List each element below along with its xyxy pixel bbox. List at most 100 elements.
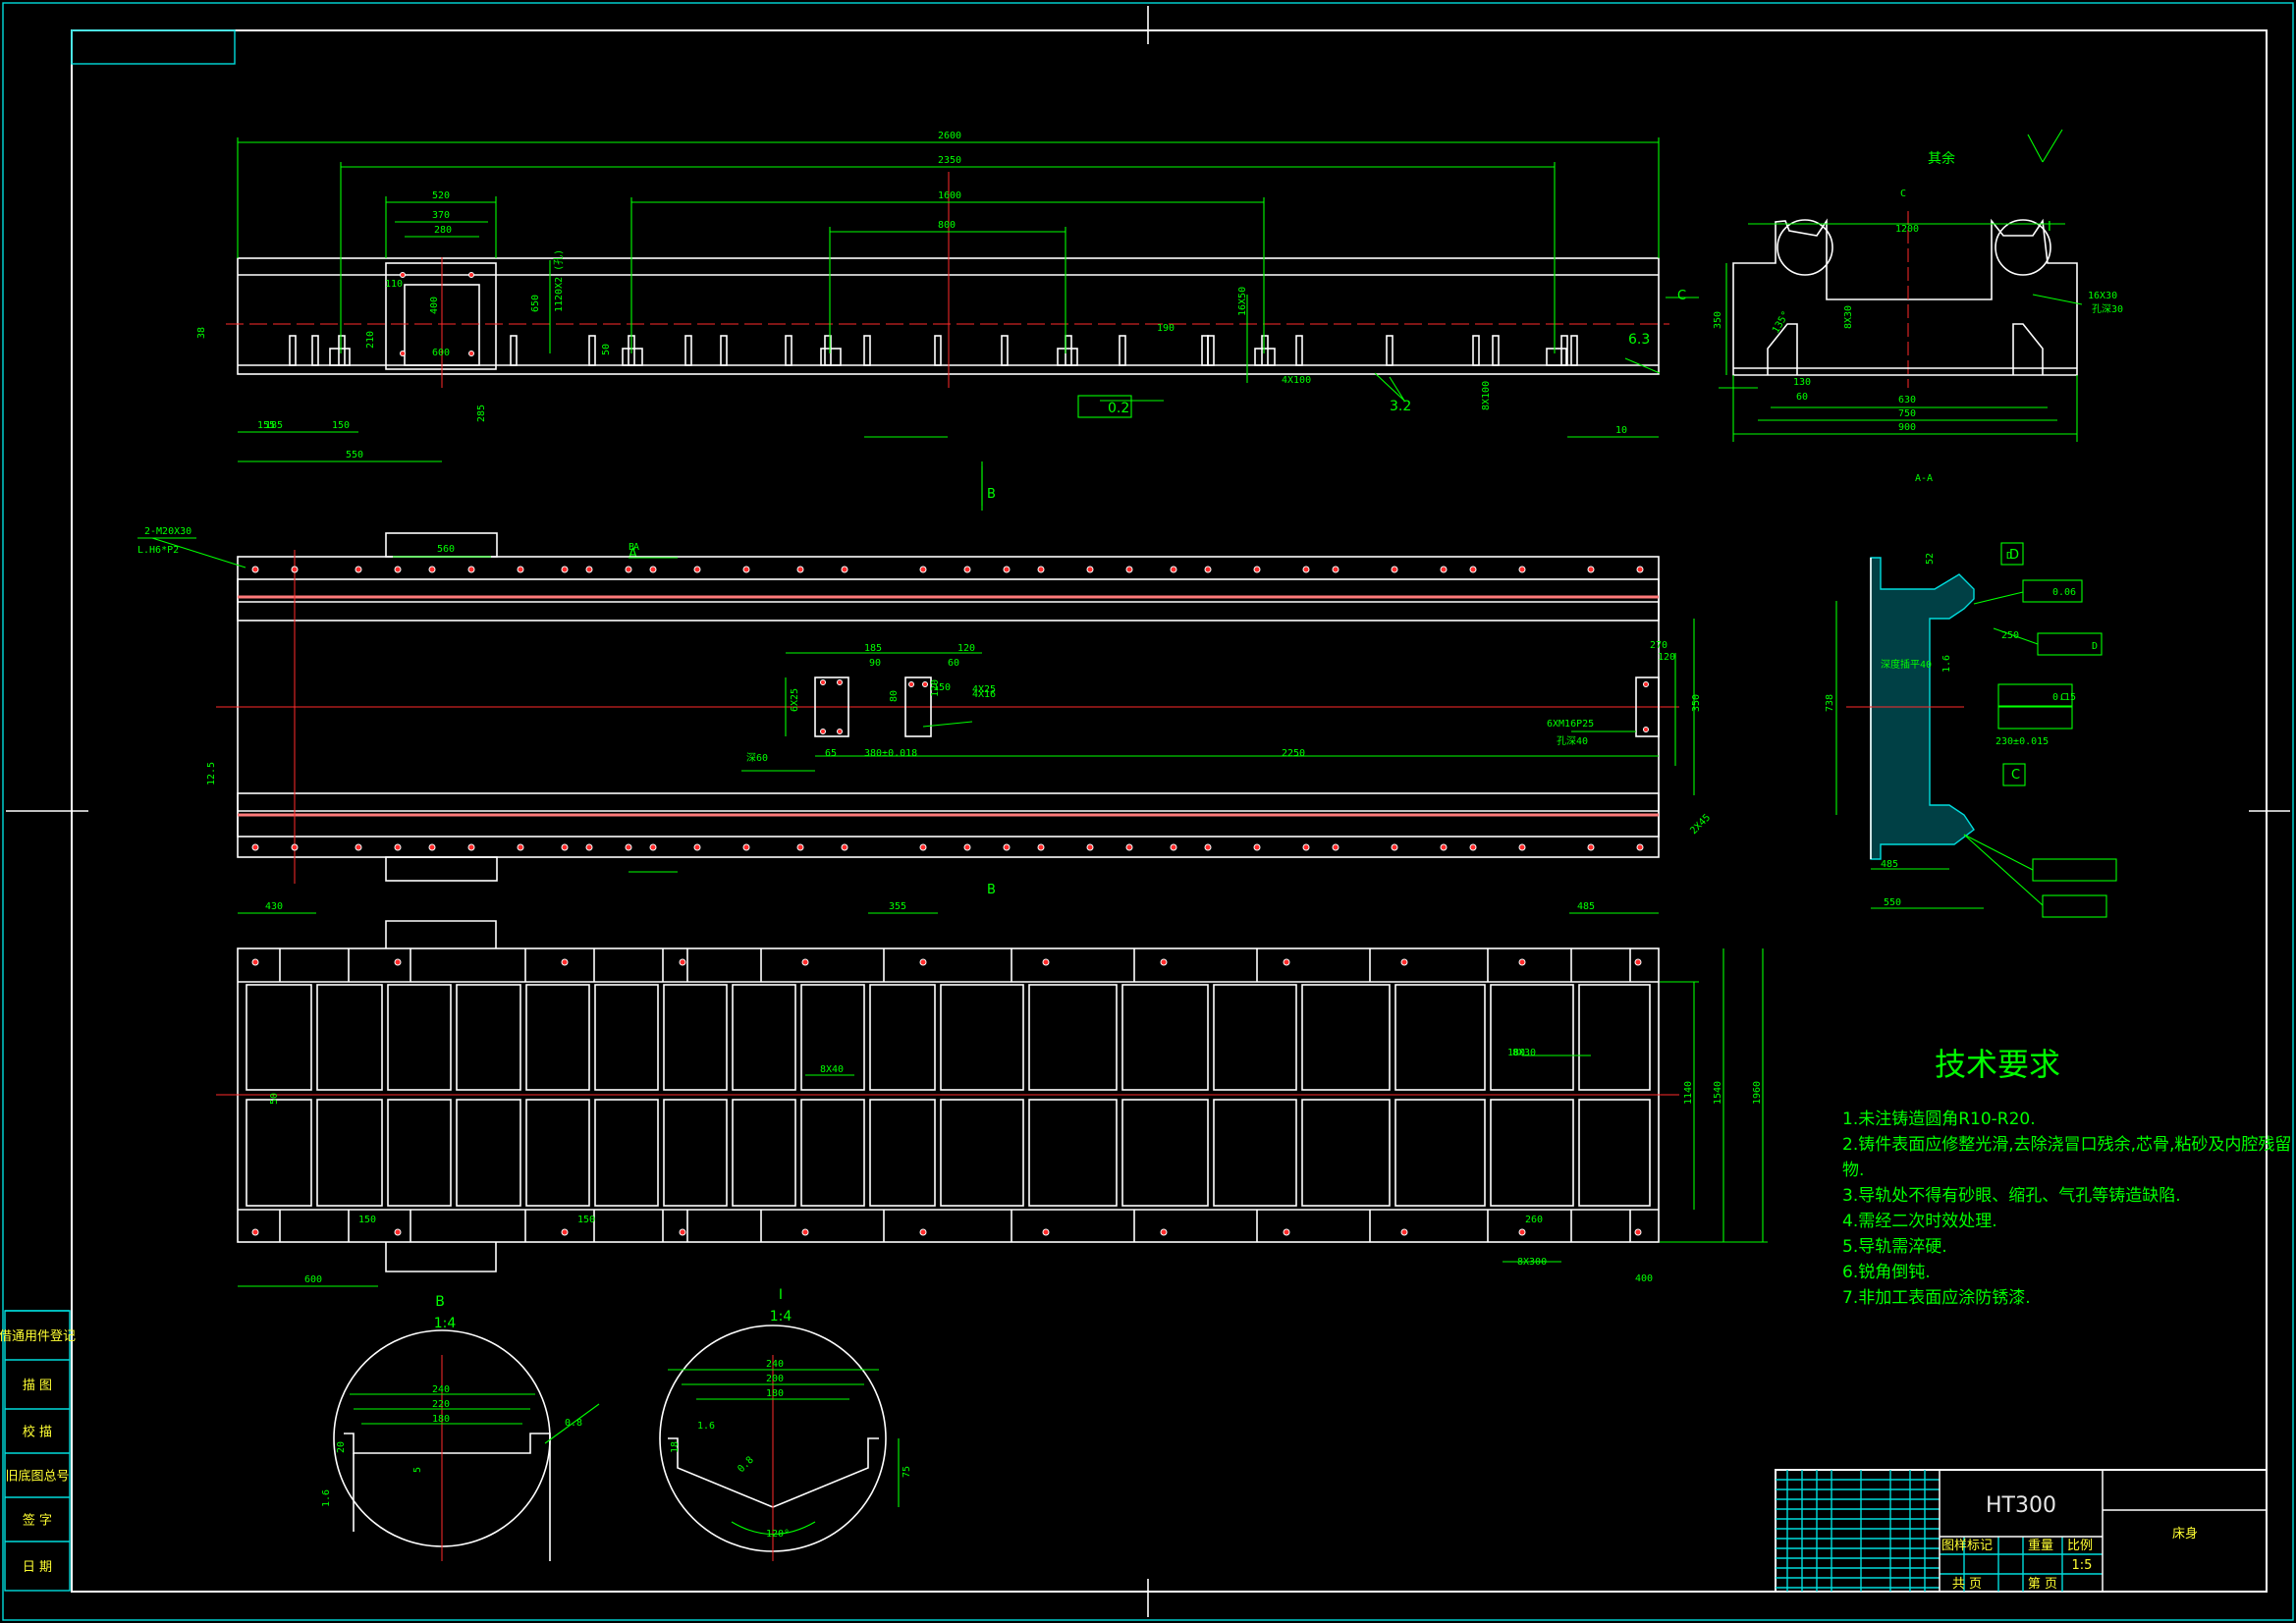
base-lug bbox=[820, 348, 842, 366]
dim-label: 1.6 bbox=[1941, 655, 1952, 673]
dim-label: 120° bbox=[766, 1529, 790, 1540]
bolt-hole bbox=[1400, 958, 1408, 966]
pocket-cell bbox=[594, 1099, 659, 1207]
stiffener-rib bbox=[289, 335, 297, 366]
mounting-hole bbox=[963, 843, 971, 851]
dim-label: 180 bbox=[766, 1388, 784, 1399]
dim-label: 8X30 bbox=[1843, 305, 1854, 329]
bolt-hole bbox=[1283, 1228, 1290, 1236]
mounting-hole bbox=[291, 843, 299, 851]
dim-label: 260 bbox=[1525, 1215, 1543, 1225]
stiffener-rib bbox=[785, 335, 793, 366]
dim-label: 深60 bbox=[746, 752, 768, 764]
stiffener-rib bbox=[1065, 335, 1072, 366]
stiffener-rib bbox=[588, 335, 596, 366]
dim-label: 285 bbox=[476, 405, 487, 422]
stiffener-rib bbox=[1201, 335, 1209, 366]
dim-label: 2350 bbox=[938, 155, 961, 166]
section-d: 0.06D0.15C1.6230±0.015250485550738深度插平40… bbox=[1825, 542, 2117, 918]
stiffener-rib bbox=[1207, 335, 1215, 366]
bolt-hole bbox=[561, 1228, 569, 1236]
strip-label: 校 描 bbox=[23, 1425, 52, 1440]
title-cell: 共 页 bbox=[1952, 1577, 1982, 1592]
dim-label: 4X100 bbox=[1282, 375, 1311, 386]
dim-label: 2X45 bbox=[1688, 812, 1713, 837]
mounting-hole bbox=[1518, 566, 1526, 573]
dim-label: 52 bbox=[1925, 553, 1936, 565]
section-marker: I bbox=[2048, 220, 2051, 235]
pocket-cell bbox=[387, 1099, 452, 1207]
mounting-hole bbox=[1125, 566, 1133, 573]
stiffener-rib bbox=[1119, 335, 1126, 366]
roughness-symbol: 其余 bbox=[1928, 150, 1955, 167]
dim-label: 8X100 bbox=[1481, 381, 1492, 410]
bolt-hole bbox=[1042, 1228, 1050, 1236]
mounting-hole bbox=[394, 843, 402, 851]
dim-label: 深度插平40 bbox=[1881, 658, 1932, 671]
mounting-hole bbox=[1587, 566, 1595, 573]
dim-label: 10 bbox=[1615, 425, 1627, 436]
section-marker: B bbox=[987, 883, 996, 897]
mounting-hole bbox=[1469, 843, 1477, 851]
dim-label: 0.15 bbox=[2052, 692, 2076, 703]
stiffener-rib bbox=[1472, 335, 1480, 366]
bolt-hole bbox=[468, 272, 474, 278]
dim-label: 16X50 bbox=[1237, 287, 1248, 316]
pocket-cell bbox=[1213, 984, 1297, 1091]
dim-label: 550 bbox=[1884, 897, 1901, 908]
dim-label: 90 bbox=[869, 658, 881, 669]
mounting-hole bbox=[1391, 843, 1398, 851]
dim-label: 230±0.015 bbox=[1995, 736, 2049, 747]
mounting-hole bbox=[1003, 843, 1011, 851]
dim-label: 240 bbox=[766, 1359, 784, 1370]
dim-label: 150 bbox=[332, 420, 350, 431]
mounting-hole bbox=[625, 843, 632, 851]
mounting-hole bbox=[1518, 843, 1526, 851]
mounting-hole bbox=[625, 566, 632, 573]
mounting-hole bbox=[1440, 566, 1448, 573]
corner-tag-box bbox=[71, 29, 236, 65]
strip-label: 旧底图总号 bbox=[5, 1469, 69, 1485]
dim-label: 110 bbox=[385, 279, 403, 290]
pocket-cell bbox=[1121, 1099, 1209, 1207]
section-marker: B bbox=[987, 487, 996, 502]
base-lug bbox=[1546, 348, 1567, 366]
note-line: 7.非加工表面应涂防锈漆. bbox=[1842, 1288, 2031, 1308]
mounting-hole bbox=[1003, 566, 1011, 573]
dim-label: 210 bbox=[365, 331, 376, 349]
mounting-hole bbox=[1170, 566, 1177, 573]
note-line: 6.锐角倒钝. bbox=[1842, 1263, 1931, 1282]
dim-label: 750 bbox=[1898, 408, 1916, 419]
pocket-cell bbox=[1578, 984, 1651, 1091]
pocket-cell bbox=[456, 984, 521, 1091]
dim-label: 12.5 bbox=[206, 762, 217, 785]
dim-label: 180 bbox=[1507, 1048, 1525, 1058]
dim-label: 250 bbox=[2001, 630, 2019, 641]
dim-label: 560 bbox=[437, 544, 455, 555]
pocket-cell bbox=[525, 984, 590, 1091]
dim-label: 185 bbox=[265, 420, 283, 431]
dim-label: 65 bbox=[825, 748, 837, 759]
mounting-hole bbox=[1125, 843, 1133, 851]
dim-label: 8X30 bbox=[1512, 1048, 1536, 1058]
dim-label: L.H6*P2 bbox=[137, 545, 179, 556]
pocket-cell bbox=[1490, 1099, 1574, 1207]
pocket-cell bbox=[732, 984, 796, 1091]
pocket-cell bbox=[1490, 984, 1574, 1091]
title-cell: 比例 bbox=[2067, 1539, 2093, 1553]
section-marker: C bbox=[2011, 768, 2020, 783]
mounting-hole bbox=[428, 566, 436, 573]
dim-label: 550 bbox=[346, 450, 363, 460]
mounting-hole bbox=[919, 843, 927, 851]
part-name: 床身 bbox=[2172, 1526, 2198, 1542]
tapped-hole bbox=[837, 679, 843, 685]
dim-label: 485 bbox=[1881, 859, 1898, 870]
dim-label: 8X300 bbox=[1517, 1257, 1547, 1268]
dim-label: 80 bbox=[889, 690, 900, 702]
bolt-hole bbox=[251, 958, 259, 966]
dim-label: 600 bbox=[304, 1274, 322, 1285]
dim-label: A bbox=[633, 542, 639, 553]
dim-label: 0.8 bbox=[565, 1418, 582, 1429]
